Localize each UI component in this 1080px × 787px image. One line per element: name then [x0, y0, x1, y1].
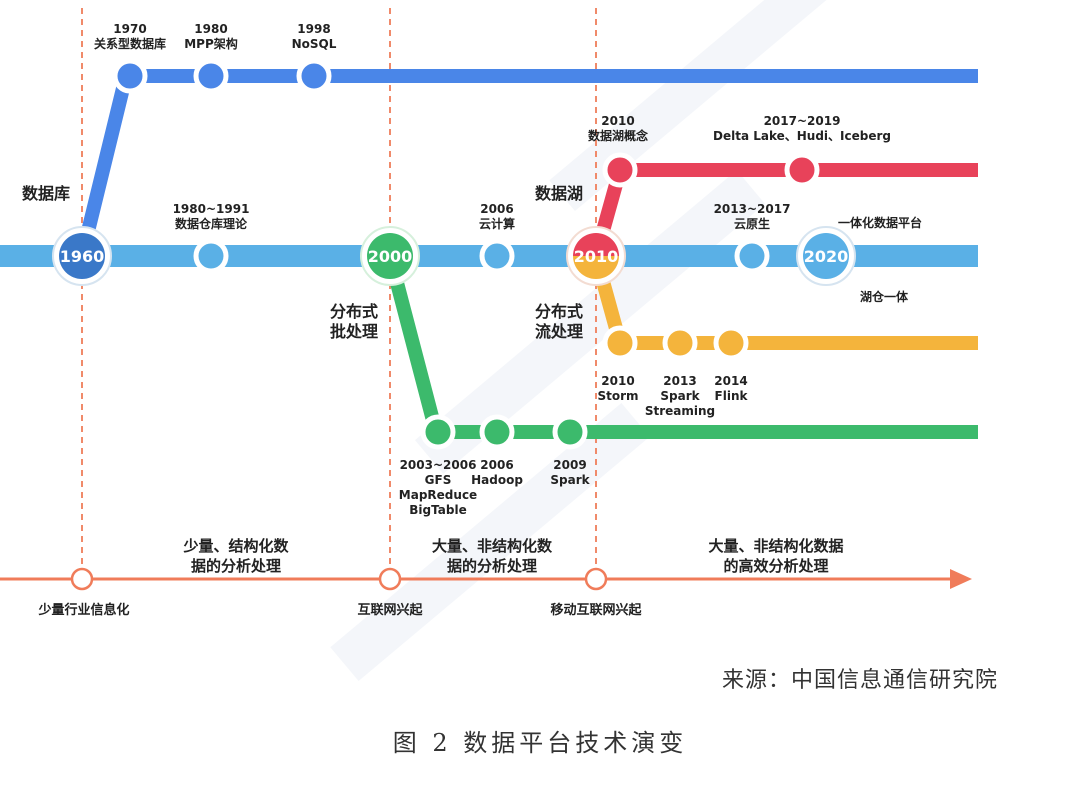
station-2020-label: 2020 — [804, 247, 849, 266]
event-2003-2006-bigtable: BigTable — [409, 503, 467, 517]
event-1998-text: NoSQL — [291, 37, 337, 51]
branch-stream: 分布式 流处理 — [535, 302, 583, 342]
era-3-description: 大量、非结构化数据 的高效分析处理 — [708, 536, 843, 576]
event-1980-year: 1980 — [194, 22, 228, 36]
event-2013-spark-streaming-text1: Spark — [660, 389, 700, 403]
node-2013-spark-streaming — [662, 325, 698, 361]
branch-database: 数据库 — [22, 184, 71, 203]
era-1-description: 少量、结构化数 据的分析处理 — [183, 536, 288, 576]
event-1998: 1998 NoSQL — [292, 22, 337, 52]
milestone-node-1 — [70, 567, 94, 591]
era-axis-arrow — [950, 569, 972, 589]
branch-batch: 分布式 批处理 — [330, 302, 378, 342]
event-unified-platform: 一体化数据平台 — [837, 216, 923, 230]
node-2009-spark — [552, 414, 588, 450]
branch-stream-line2: 流处理 — [535, 322, 584, 341]
node-2010-storm — [602, 325, 638, 361]
event-2017-2019-text: Delta Lake、Hudi、Iceberg — [712, 129, 892, 143]
branch-batch-line2: 批处理 — [330, 322, 379, 341]
era-3-line1: 大量、非结构化数据 — [708, 537, 844, 555]
event-2009-spark-year: 2009 — [553, 458, 587, 472]
branch-lake: 数据湖 — [535, 184, 584, 203]
event-1980-text: MPP架构 — [184, 37, 238, 51]
branch-batch-line1: 分布式 — [330, 302, 379, 321]
node-2013-2017 — [734, 238, 770, 274]
milestone-node-2 — [378, 567, 402, 591]
event-1980: 1980 MPP架构 — [184, 22, 238, 52]
station-2010: 2010 — [566, 226, 626, 286]
event-2010-lake: 2010 数据湖概念 — [588, 114, 648, 144]
event-2014-flink: 2014 Flink — [714, 374, 747, 404]
station-1960-label: 1960 — [60, 247, 105, 266]
station-1960: 1960 — [52, 226, 112, 286]
node-1998 — [296, 58, 332, 94]
event-1980-1991-text: 数据仓库理论 — [174, 217, 248, 231]
event-2006-cloud-text: 云计算 — [478, 217, 516, 231]
event-2013-spark-streaming-year: 2013 — [663, 374, 697, 388]
milestone-3: 移动互联网兴起 — [550, 603, 642, 618]
event-2013-2017-year: 2013~2017 — [713, 202, 791, 216]
event-2010-storm-text: Storm — [597, 389, 639, 403]
milestone-node-3 — [584, 567, 608, 591]
event-1970-text: 关系型数据库 — [93, 37, 167, 51]
node-2010-lake — [602, 152, 638, 188]
event-2006-hadoop-text: Hadoop — [471, 473, 523, 487]
milestone-1: 少量行业信息化 — [38, 603, 130, 618]
node-2003-2006 — [420, 414, 456, 450]
event-lakehouse: 湖仓一体 — [859, 290, 909, 304]
era-2-line1: 大量、非结构化数 — [431, 537, 553, 555]
event-1970: 1970 关系型数据库 — [94, 22, 166, 52]
node-2017-2019 — [784, 152, 820, 188]
era-2-line2: 据的分析处理 — [446, 557, 538, 575]
node-1980 — [193, 58, 229, 94]
era-1-line2: 据的分析处理 — [190, 557, 282, 575]
node-2014-flink — [713, 325, 749, 361]
event-2010-lake-year: 2010 — [601, 114, 635, 128]
event-2013-2017: 2013~2017 云原生 — [714, 202, 791, 232]
era-3-line2: 的高效分析处理 — [723, 557, 829, 575]
node-2006-hadoop — [479, 414, 515, 450]
event-2009-spark: 2009 Spark — [550, 458, 589, 488]
event-2014-flink-year: 2014 — [714, 374, 748, 388]
era-2-description: 大量、非结构化数 据的分析处理 — [432, 536, 552, 576]
event-2006-hadoop: 2006 Hadoop — [471, 458, 523, 488]
event-2014-flink-text: Flink — [714, 389, 748, 403]
event-2010-lake-text: 数据湖概念 — [587, 129, 649, 143]
event-1980-1991: 1980~1991 数据仓库理论 — [173, 202, 250, 232]
milestone-2: 互联网兴起 — [357, 603, 423, 618]
station-2000-label: 2000 — [368, 247, 413, 266]
node-2006-cloud — [479, 238, 515, 274]
branch-stream-line1: 分布式 — [535, 302, 584, 321]
station-2000: 2000 — [360, 226, 420, 286]
event-2009-spark-text: Spark — [550, 473, 590, 487]
event-2010-storm: 2010 Storm — [597, 374, 638, 404]
event-2003-2006: 2003~2006 GFS MapReduce BigTable — [399, 458, 477, 518]
event-2006-cloud-year: 2006 — [480, 202, 514, 216]
event-1980-1991-year: 1980~1991 — [172, 202, 250, 216]
event-2013-spark-streaming-text2: Streaming — [644, 404, 716, 418]
era-1-line1: 少量、结构化数 — [183, 537, 289, 555]
event-2006-hadoop-year: 2006 — [480, 458, 514, 472]
figure-caption: 图 2 数据平台技术演变 — [392, 729, 688, 757]
event-2003-2006-year: 2003~2006 — [399, 458, 477, 472]
event-1970-year: 1970 — [113, 22, 147, 36]
station-2020: 2020 — [796, 226, 856, 286]
event-2006-cloud: 2006 云计算 — [479, 202, 515, 232]
source-note: 来源：中国信息通信研究院 — [722, 668, 999, 693]
event-2003-2006-mapreduce: MapReduce — [398, 488, 478, 502]
station-2010-label: 2010 — [574, 247, 619, 266]
event-2010-storm-year: 2010 — [601, 374, 635, 388]
node-1980-1991 — [193, 238, 229, 274]
node-1970 — [112, 58, 148, 94]
event-2017-2019-year: 2017~2019 — [763, 114, 841, 128]
event-1998-year: 1998 — [297, 22, 331, 36]
event-2003-2006-gfs: GFS — [424, 473, 452, 487]
event-2013-spark-streaming: 2013 Spark Streaming — [645, 374, 715, 419]
event-2017-2019: 2017~2019 Delta Lake、Hudi、Iceberg — [713, 114, 891, 144]
event-2013-2017-text: 云原生 — [733, 217, 771, 231]
